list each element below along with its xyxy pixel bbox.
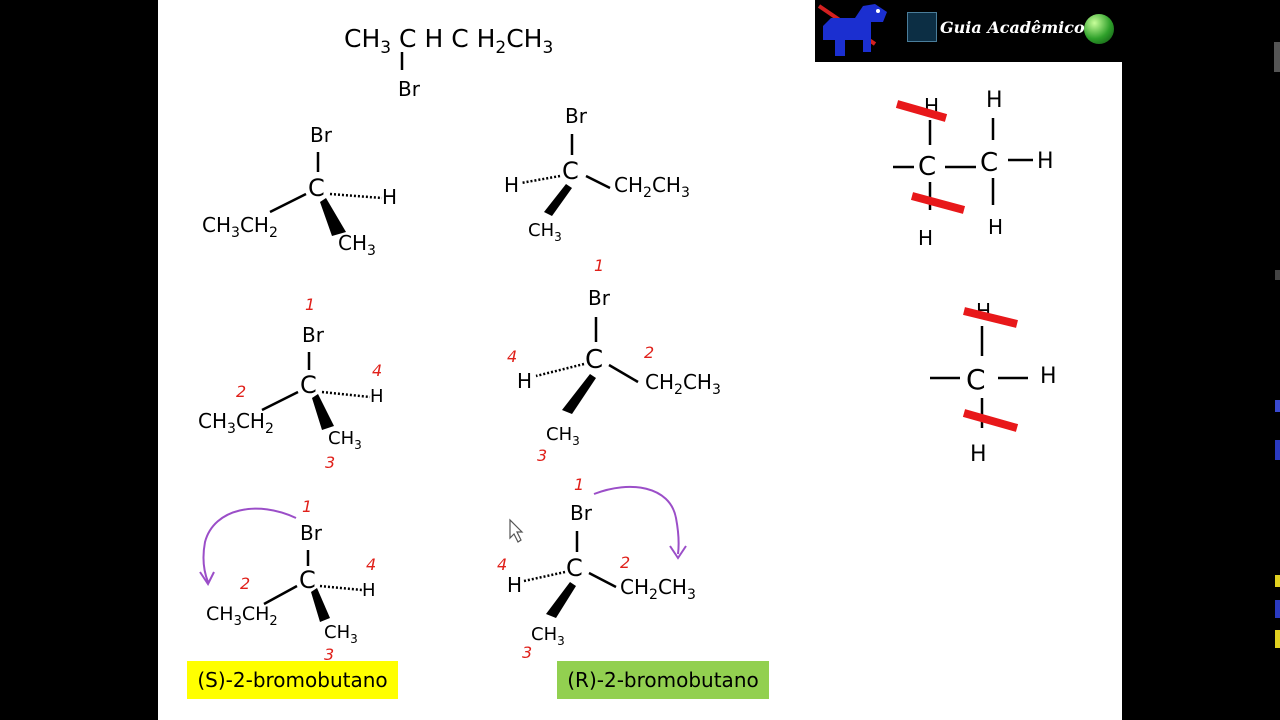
svg-text:Br: Br <box>588 286 611 310</box>
svg-text:C: C <box>966 363 986 396</box>
svg-text:H: H <box>1037 149 1054 174</box>
molecule-top-left: Br C H CH3CH2 CH3 <box>202 123 397 259</box>
svg-text:CH3: CH3 <box>528 220 562 244</box>
molecule-top-middle: Br C H CH2CH3 CH3 <box>504 104 690 244</box>
svg-text:Br: Br <box>302 323 325 347</box>
svg-text:2: 2 <box>620 553 630 572</box>
circuit-icon <box>907 12 937 42</box>
svg-text:2: 2 <box>236 382 246 401</box>
svg-text:Br: Br <box>565 104 588 128</box>
svg-text:CH3: CH3 <box>546 424 580 448</box>
svg-text:2: 2 <box>644 343 654 362</box>
svg-text:CH3: CH3 <box>324 622 358 646</box>
svg-text:H: H <box>382 185 397 209</box>
svg-text:Br: Br <box>300 521 323 545</box>
svg-text:C: C <box>566 554 583 582</box>
label-s-enantiomer: (S)-2-bromobutano <box>187 661 398 699</box>
svg-text:H: H <box>370 386 384 407</box>
svg-text:4: 4 <box>366 555 376 574</box>
svg-text:H: H <box>1040 364 1057 389</box>
svg-text:3: 3 <box>522 643 532 662</box>
svg-text:CH3: CH3 <box>338 231 376 259</box>
svg-text:C: C <box>562 157 579 185</box>
svg-text:C: C <box>980 148 998 178</box>
svg-text:C: C <box>308 174 325 202</box>
svg-text:H: H <box>507 573 522 597</box>
svg-text:H: H <box>362 580 376 601</box>
svg-text:1: 1 <box>305 295 315 314</box>
label-r-enantiomer: (R)-2-bromobutano <box>557 661 769 699</box>
svg-text:H: H <box>918 226 933 250</box>
svg-text:C: C <box>585 345 603 375</box>
svg-text:H: H <box>986 88 1003 113</box>
svg-text:Br: Br <box>398 77 421 101</box>
globe-icon <box>1084 14 1114 44</box>
svg-text:3: 3 <box>324 645 334 664</box>
svg-text:C: C <box>918 152 936 182</box>
blue-dog-icon <box>817 4 887 56</box>
svg-text:Br: Br <box>310 123 333 147</box>
svg-text:4: 4 <box>372 361 382 380</box>
svg-text:H: H <box>988 215 1003 239</box>
svg-text:2: 2 <box>240 574 250 593</box>
right-structure-bottom: H C H H <box>930 299 1057 467</box>
svg-text:CH2CH3: CH2CH3 <box>645 370 721 398</box>
svg-text:3: 3 <box>325 453 335 472</box>
svg-text:CH3CH2: CH3CH2 <box>206 603 278 629</box>
svg-text:Br: Br <box>570 501 593 525</box>
molecule-middle-left: 1 Br C H 4 2 CH3CH2 CH3 3 <box>198 295 384 472</box>
svg-text:CH3: CH3 <box>328 428 362 452</box>
right-structure-top: H C C H H H H <box>893 88 1054 250</box>
svg-text:1: 1 <box>302 497 312 516</box>
svg-text:CH3CH2: CH3CH2 <box>202 213 278 241</box>
condensed-formula: CH3 C H C H2CH3 Br <box>344 24 553 101</box>
cursor-arrow-icon <box>509 518 524 543</box>
svg-text:H: H <box>517 369 532 393</box>
guia-academico-logo: Guia Acadêmico <box>815 0 1122 62</box>
svg-text:4: 4 <box>507 347 517 366</box>
molecule-r-enantiomer: 1 Br C H 4 2 CH2CH3 CH3 3 <box>497 475 696 662</box>
svg-text:CH2CH3: CH2CH3 <box>614 173 690 201</box>
svg-text:C: C <box>299 566 316 594</box>
svg-text:4: 4 <box>497 555 507 574</box>
svg-text:CH3: CH3 <box>531 624 565 648</box>
molecule-s-enantiomer: 1 Br C H 4 2 CH3CH2 CH3 3 <box>199 497 376 664</box>
svg-text:H: H <box>970 442 987 467</box>
svg-text:1: 1 <box>574 475 584 494</box>
svg-text:H: H <box>504 173 519 197</box>
molecule-middle-middle: 1 Br C H 4 2 CH2CH3 CH3 3 <box>507 256 721 465</box>
logo-text: Guia Acadêmico <box>940 18 1085 37</box>
svg-text:CH3CH2: CH3CH2 <box>198 409 274 437</box>
svg-text:C: C <box>300 371 317 399</box>
svg-text:1: 1 <box>594 256 604 275</box>
svg-text:3: 3 <box>537 446 547 465</box>
svg-text:CH2CH3: CH2CH3 <box>620 575 696 603</box>
edge-glyphs <box>1274 42 1280 648</box>
svg-text:CH3 C H C H2CH3: CH3 C H C H2CH3 <box>344 24 553 58</box>
